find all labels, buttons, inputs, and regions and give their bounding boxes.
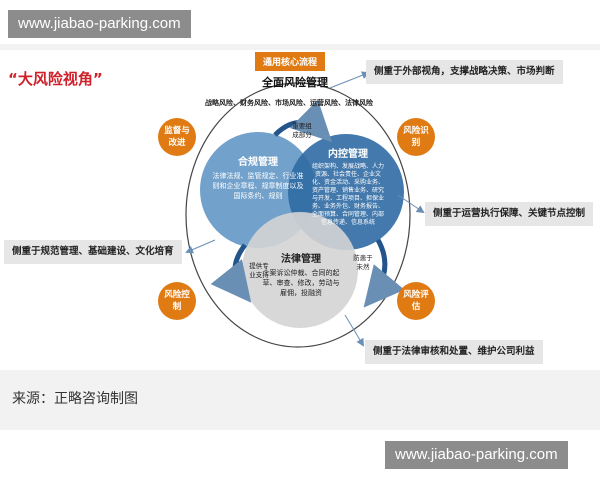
compliance-block: 合规管理 法律法规、监管规定、行业准则和企业章程、规章制度以及国际条约、规则 xyxy=(212,158,304,201)
arrow-right xyxy=(363,238,405,308)
diagram-graphics xyxy=(185,71,425,348)
diagram-title: “大风险视角” xyxy=(8,70,103,88)
note-legal: 侧重于法律审核和处置、维护公司利益 xyxy=(365,340,543,364)
arrow-left-label: 提供专业支持 xyxy=(249,262,269,279)
legal-title: 法律管理 xyxy=(281,254,321,265)
cycle-assess: 风险评估 xyxy=(397,282,435,320)
process-label: 通用核心流程 xyxy=(255,52,326,71)
cycle-control: 风险控制 xyxy=(158,282,196,320)
legal-text: 个案诉讼仲裁、合同的起草、审查、修改，劳动与雇佣，投融资 xyxy=(262,269,340,297)
outer-ellipse xyxy=(185,82,411,348)
watermark-bottom: www.jiabao-parking.com xyxy=(385,441,568,469)
arrow-left xyxy=(210,243,252,303)
arrow-top xyxy=(273,99,333,143)
note-operation: 侧重于运营执行保障、关键节点控制 xyxy=(425,202,594,226)
compliance-title: 合规管理 xyxy=(238,157,278,168)
source-caption: 来源：正略咨询制图 xyxy=(0,370,600,430)
cycle-supervise: 监督与改进 xyxy=(158,118,196,156)
center-title: 全面风险管理 xyxy=(262,76,328,89)
internal-control-title: 内控管理 xyxy=(328,149,368,160)
risk-types: 战略风险、财务风险、市场风险、运营风险、法律风险 xyxy=(205,99,373,107)
cycle-identify: 风险识别 xyxy=(397,118,435,156)
watermark-top: www.jiabao-parking.com xyxy=(8,10,191,38)
internal-control-block: 内控管理 组织架构、发展战略、人力资源、社会责任、企业文化、资金活动、采购业务、… xyxy=(310,150,386,227)
compliance-text: 法律法规、监管规定、行业准则和企业章程、规章制度以及国际条约、规则 xyxy=(212,172,304,200)
note-standard: 侧重于规范管理、基础建设、文化培育 xyxy=(4,240,182,264)
legal-block: 法律管理 个案诉讼仲裁、合同的起草、审查、修改，劳动与雇佣，投融资 xyxy=(262,255,340,298)
note-external: 侧重于外部视角，支撑战略决策、市场判断 xyxy=(366,60,563,84)
arrow-right-label: 防患于未然 xyxy=(353,254,373,271)
internal-control-text: 组织架构、发展战略、人力资源、社会责任、企业文化、资金活动、采购业务、资产管理、… xyxy=(311,163,384,226)
arrow-top-label: 重要组成部分 xyxy=(292,122,312,139)
divider xyxy=(0,44,600,50)
legal-circle xyxy=(242,212,358,328)
